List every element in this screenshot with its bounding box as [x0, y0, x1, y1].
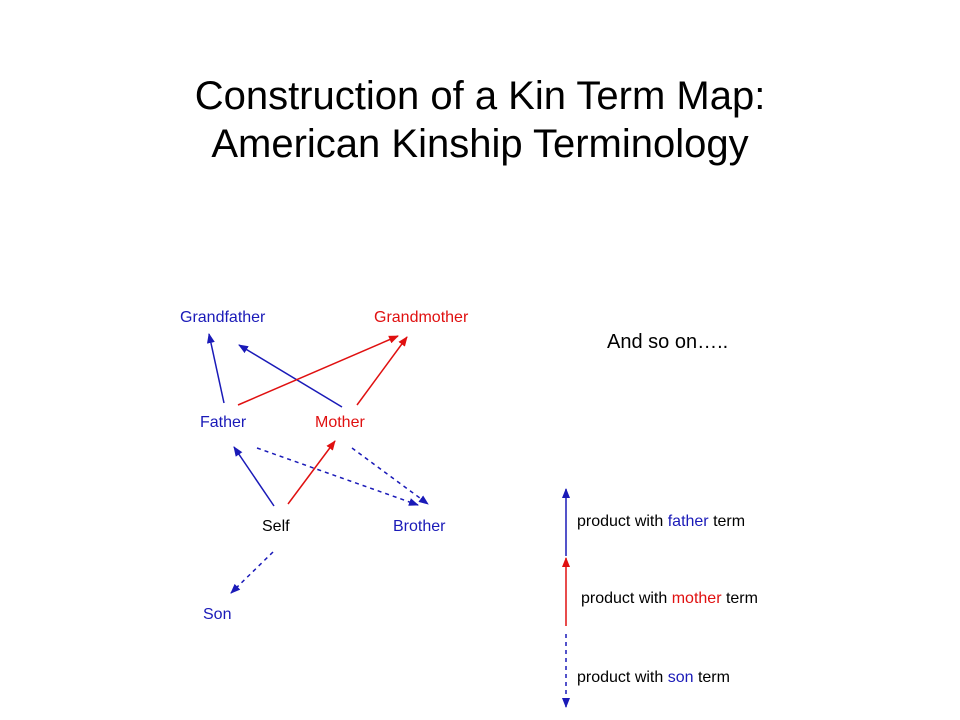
edge-mother-to-grandfather — [238, 344, 343, 408]
node-father: Father — [200, 414, 247, 431]
legend-father-suffix: term — [708, 513, 746, 530]
node-mother: Mother — [315, 414, 365, 431]
legend-father-term: father — [667, 513, 709, 530]
edge-self-to-mother — [287, 440, 336, 505]
legend-father-text: product with father term — [577, 513, 745, 531]
edge-mother-to-grandmother — [356, 336, 408, 406]
legend-mother-term: mother — [671, 590, 722, 607]
node-brother: Brother — [393, 518, 446, 535]
node-grandmother: Grandmother — [374, 309, 469, 326]
edge-self-to-son — [230, 551, 274, 594]
legend-mother-prefix: product with — [581, 590, 672, 607]
title-line-2: American Kinship Terminology — [211, 122, 749, 166]
legend-son-suffix: term — [693, 669, 730, 686]
node-self: Self — [262, 518, 290, 535]
node-grandfather: Grandfather — [180, 309, 266, 326]
edge-father-to-grandmother — [237, 335, 399, 406]
edge-father-to-brother — [256, 447, 419, 506]
legend-mother-text: product with mother term — [581, 590, 758, 608]
page-title: Construction of a Kin Term Map: American… — [0, 72, 960, 168]
legend-father-prefix: product with — [577, 513, 668, 530]
edge-father-to-grandfather — [207, 333, 225, 404]
edge-mother-to-brother — [351, 447, 429, 505]
title-line-1: Construction of a Kin Term Map: — [194, 74, 766, 118]
legend-son-prefix: product with — [577, 669, 668, 686]
legend-mother-suffix: term — [721, 590, 758, 607]
node-son: Son — [203, 606, 232, 623]
legend-son-text: product with son term — [577, 669, 730, 687]
edge-self-to-father — [233, 446, 275, 507]
and-so-on-note: And so on….. — [607, 331, 729, 353]
legend-son-term: son — [667, 669, 694, 686]
